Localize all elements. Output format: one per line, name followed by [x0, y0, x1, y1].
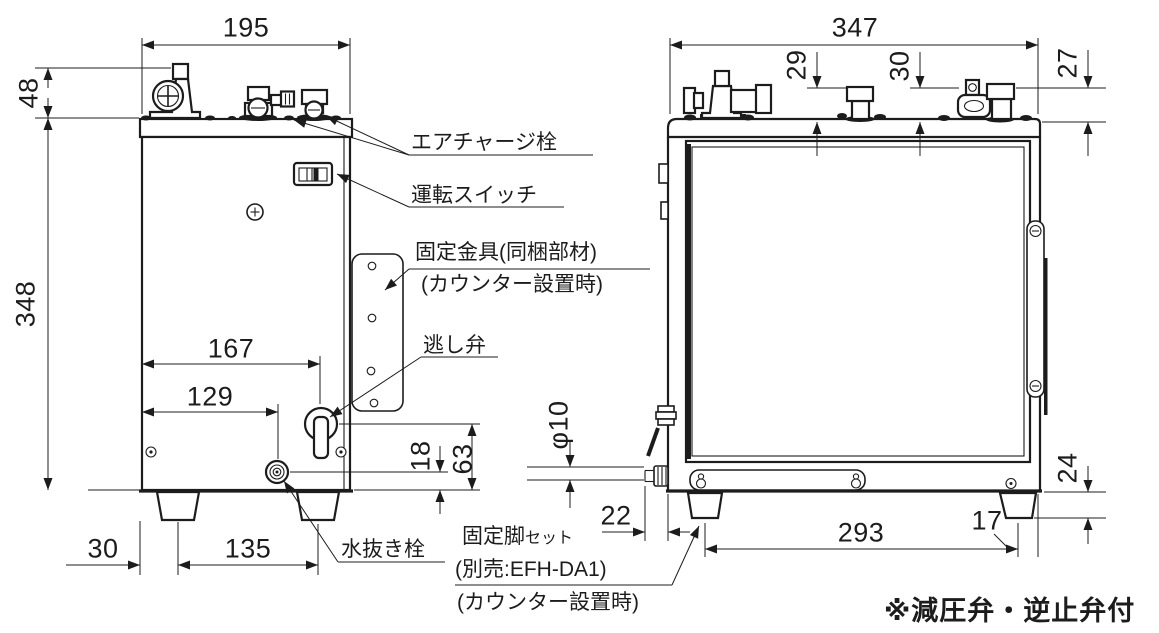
dim-fitting-b: 30: [884, 50, 915, 82]
leg-set-label-3: (カウンター設置時): [457, 591, 639, 614]
side-foot-left: [155, 490, 201, 522]
dim-side-fitting-height: 48: [13, 77, 44, 109]
fixing-bracket-plate: [351, 253, 404, 412]
side-top-fittings: [141, 62, 341, 121]
dim-foot-pitch-side: 135: [224, 533, 272, 564]
dim-fitting-a: 29: [781, 49, 812, 81]
front-foot-right: [998, 491, 1038, 520]
air-charge-valve-2: [297, 88, 331, 121]
dim-relief-offset: 167: [207, 333, 255, 364]
bracket-label-2: (カウンター設置時): [421, 273, 603, 296]
dim-foot-height: 24: [1052, 452, 1083, 484]
dim-drain-height: 18: [405, 440, 436, 472]
dim-relief-height: 63: [447, 443, 478, 475]
mounting-rail: [689, 469, 1017, 491]
side-view-dimensions: [35, 38, 650, 575]
dim-foot-pitch-front: 293: [837, 517, 885, 548]
air-charge-valve-1: [239, 85, 296, 121]
dim-foot-edge: 17: [971, 505, 1003, 536]
dim-drain-protrusion: 22: [600, 500, 632, 531]
side-rail-bracket: [1026, 220, 1048, 415]
dim-fitting-c: 27: [1052, 47, 1083, 79]
front-valves-right: [938, 78, 1032, 123]
screw: [246, 203, 264, 221]
dim-drain-diameter: φ10: [543, 400, 574, 450]
dim-side-height: 348: [10, 280, 41, 328]
leg-set-label-main: 固定脚: [462, 525, 525, 548]
drain-plug: [264, 459, 290, 485]
switch-label: 運転スイッチ: [411, 184, 537, 207]
valve-note: ※減圧弁・逆止弁付: [884, 596, 1136, 626]
dim-drain-offset: 129: [186, 381, 234, 412]
front-view-dimensions: [455, 38, 1106, 586]
front-top-fittings: [682, 69, 1032, 123]
dim-foot-offset: 30: [87, 533, 119, 564]
pressure-reducing-valve: [682, 69, 773, 120]
leg-set-label: 固定脚セット: [462, 525, 573, 549]
front-view-body: [666, 117, 1042, 520]
leg-set-label-sub: セット: [525, 530, 574, 547]
leg-set-label-2: (別売:EFH-DA1): [455, 558, 607, 581]
drain-spout: [644, 465, 669, 487]
relief-valve-label: 逃し弁: [423, 334, 486, 357]
side-foot-right: [295, 490, 341, 522]
front-valve-middle: [837, 85, 886, 122]
relief-lever-side: [646, 405, 677, 457]
dim-side-width: 195: [222, 12, 270, 43]
corner-screws: [145, 446, 347, 458]
bracket-label-1: 固定金具(同梱部材): [415, 241, 597, 264]
front-foot-left: [686, 491, 724, 520]
drain-plug-label: 水抜き栓: [341, 538, 425, 561]
handwheel-valve: [148, 62, 202, 120]
operation-switch: [292, 161, 334, 187]
dim-front-width: 347: [831, 12, 879, 43]
air-charge-label: エアチャージ栓: [411, 131, 557, 154]
relief-valve: [303, 406, 339, 460]
switch-side-tab: [658, 163, 669, 220]
